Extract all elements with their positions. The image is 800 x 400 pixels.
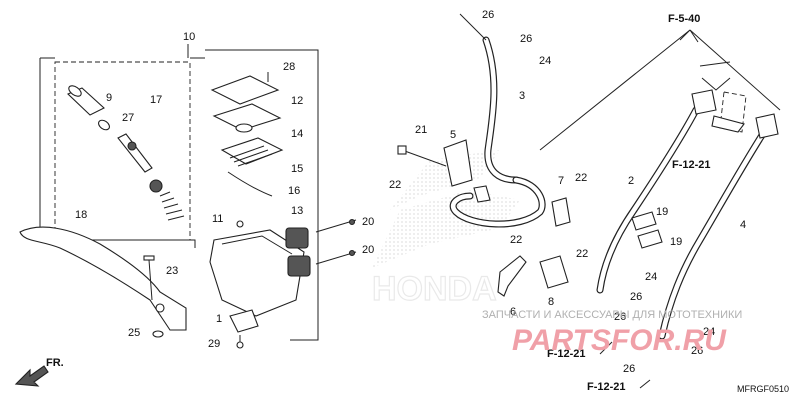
callout-11: 11 [212, 213, 223, 225]
callout-22: 22 [576, 248, 588, 260]
callout-21: 21 [415, 124, 427, 136]
callout-26: 26 [623, 363, 635, 375]
callout-27: 27 [122, 112, 134, 124]
piston-set-box [54, 61, 191, 241]
callout-12: 12 [291, 95, 303, 107]
callout-26: 26 [520, 33, 532, 45]
assembly-box [39, 44, 319, 341]
master-cylinder-body [209, 220, 311, 333]
callout-25: 25 [128, 327, 140, 339]
callout-29: 29 [208, 338, 220, 350]
screw-29 [236, 335, 244, 349]
callout-2: 2 [628, 175, 634, 187]
callout-28: 28 [283, 61, 295, 73]
callout-19: 19 [656, 206, 668, 218]
bolt-21 [397, 145, 447, 167]
callout-10: 10 [183, 31, 195, 43]
honda-wing-watermark: HONDA [371, 150, 520, 309]
callout-22: 22 [510, 234, 522, 246]
callout-3: 3 [519, 90, 525, 102]
upper-brake-hose [449, 13, 546, 228]
watermark-honda-text: HONDA [372, 270, 497, 308]
callout-18: 18 [75, 209, 87, 221]
callout-26: 26 [691, 345, 703, 357]
diagram-code: MFRGF0510 [737, 384, 789, 394]
reference-label: F-5-40 [668, 13, 700, 25]
callout-9: 9 [106, 92, 112, 104]
callout-15: 15 [291, 163, 303, 175]
callout-14: 14 [291, 128, 303, 140]
reference-lines [539, 29, 781, 389]
callout-24: 24 [539, 55, 551, 67]
clamp-bolts [315, 218, 357, 265]
callout-26: 26 [482, 9, 494, 21]
callout-24: 24 [645, 271, 657, 283]
callout-26: 26 [630, 291, 642, 303]
callout-13: 13 [291, 205, 303, 217]
brake-lever [19, 226, 187, 331]
pivot-bolt [143, 255, 165, 313]
hose-clips [631, 211, 663, 249]
piston-parts [67, 85, 185, 221]
callout-23: 23 [166, 265, 178, 277]
watermark-tagline: ЗАПЧАСТИ И АКСЕССУАРЫ ДЛЯ МОТОТЕХНИКИ [482, 309, 742, 321]
front-arrow-icon [14, 365, 49, 387]
reference-label: F-12-21 [672, 159, 711, 171]
callout-1: 1 [216, 313, 222, 325]
callout-22: 22 [575, 172, 587, 184]
callout-4: 4 [740, 219, 746, 231]
pivot-nut [152, 330, 164, 338]
callout-7: 7 [558, 175, 564, 187]
watermark-brand: PARTSFOR.RU [512, 324, 727, 357]
callout-19: 19 [670, 236, 682, 248]
front-direction-label: FR. [46, 357, 64, 369]
reference-label: F-12-21 [547, 348, 586, 360]
callout-6: 6 [510, 306, 516, 318]
callout-20: 20 [362, 216, 374, 228]
callout-26: 26 [614, 311, 626, 323]
callout-8: 8 [548, 296, 554, 308]
three-way-joint [497, 255, 569, 297]
callout-17: 17 [150, 94, 162, 106]
hose-guides [443, 139, 571, 227]
lower-brake-hoses [596, 89, 779, 340]
reference-labels: F-5-40F-12-21F-12-21F-12-21 [547, 13, 711, 393]
callout-24: 24 [703, 326, 715, 338]
reference-label: F-12-21 [587, 381, 626, 393]
callout-22: 22 [389, 179, 401, 191]
callout-5: 5 [450, 129, 456, 141]
callout-16: 16 [288, 185, 300, 197]
reservoir-cap-parts [210, 72, 284, 197]
callout-20: 20 [362, 244, 374, 256]
